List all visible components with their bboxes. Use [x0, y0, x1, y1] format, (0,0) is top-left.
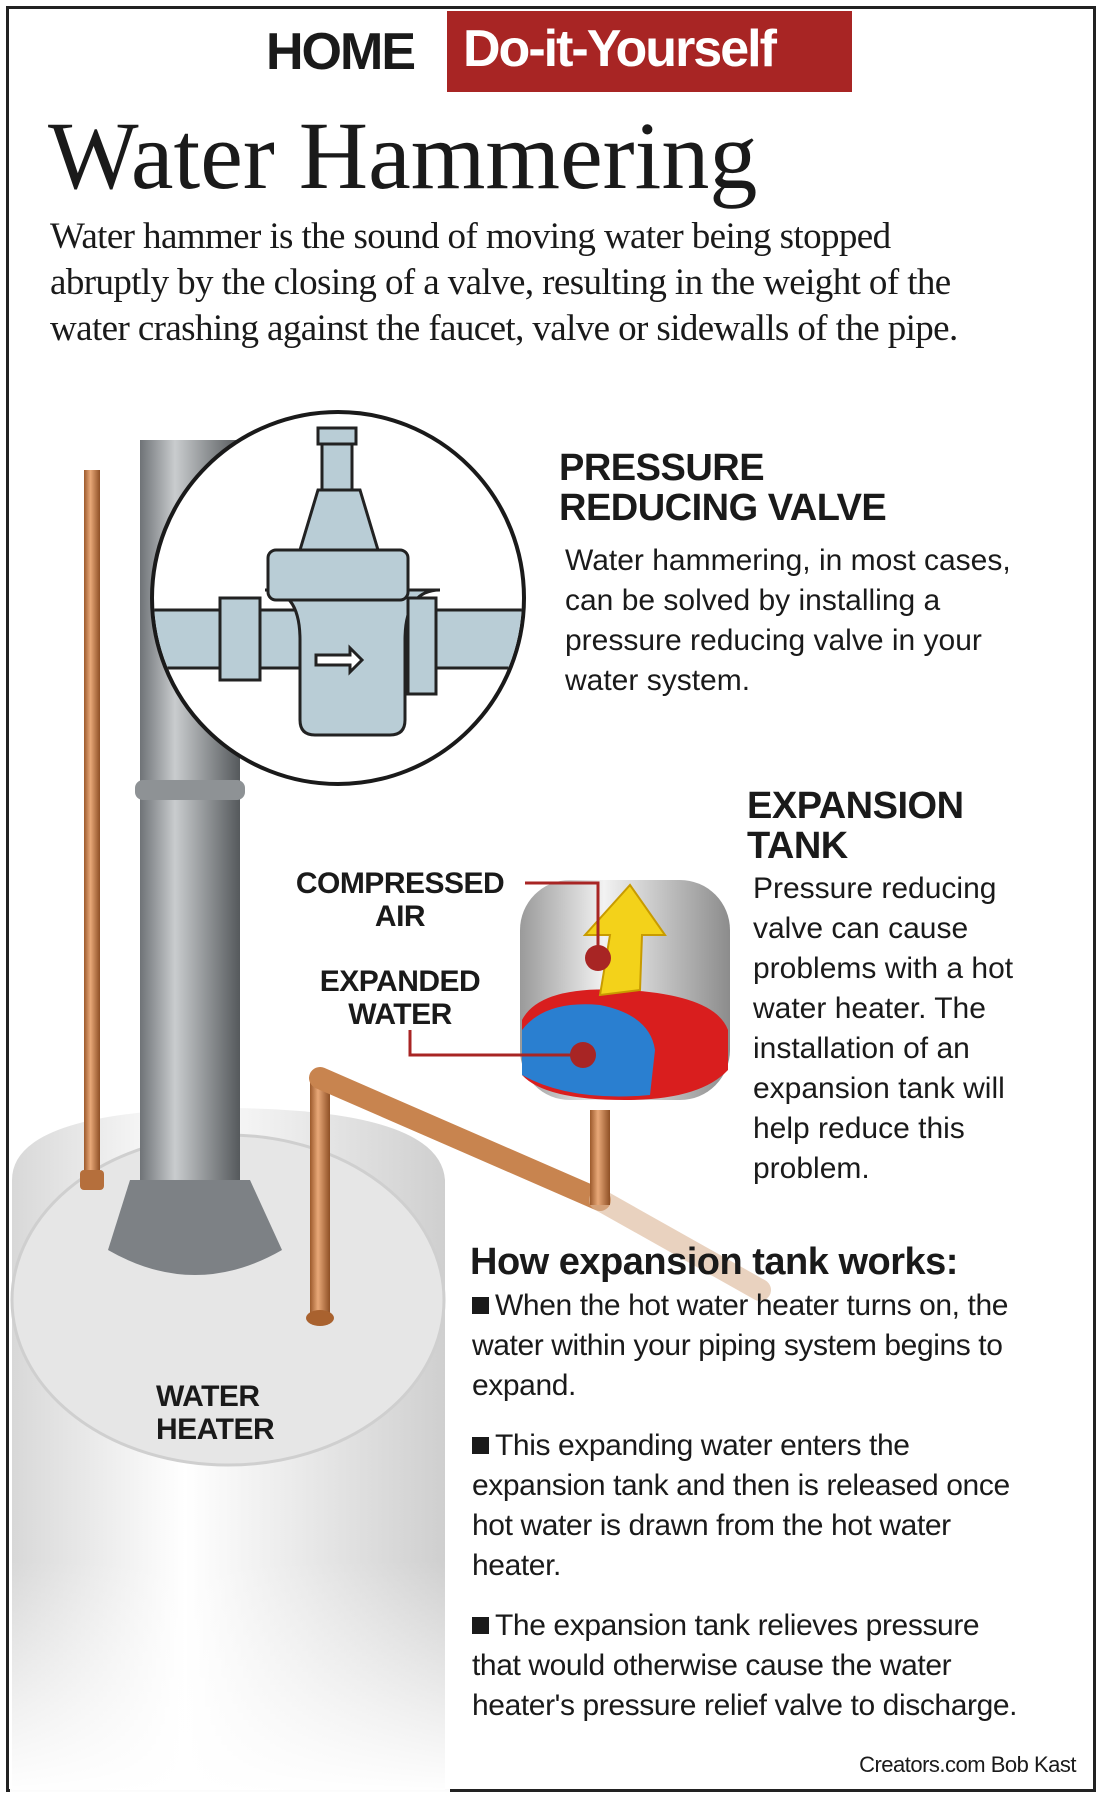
bullet-line: expand. [472, 1369, 576, 1402]
header-section-badge: Do-it-Yourself [447, 11, 852, 92]
text-line: Water hammering, in most cases, [565, 544, 1011, 577]
hot-water-pipe [310, 1075, 330, 1315]
label-line: HEATER [156, 1413, 275, 1446]
draft-hood [108, 1180, 282, 1275]
text-line: help reduce this [753, 1112, 965, 1145]
water-heater-label: WATER HEATER [156, 1380, 275, 1446]
bullet-item: When the hot water heater turns on, the … [472, 1286, 1092, 1406]
heading-line: REDUCING VALVE [559, 487, 887, 529]
heading-line: TANK [747, 825, 848, 867]
text-line: pressure reducing valve in your [565, 624, 982, 657]
tank-text: Pressure reducing valve can cause proble… [753, 869, 1013, 1189]
text-line: water heater. The [753, 992, 986, 1025]
page-title: Water Hammering [48, 102, 758, 209]
bullet-line: heater's pressure relief valve to discha… [472, 1689, 1018, 1722]
flow-arrow-icon [314, 644, 365, 676]
text-line: can be solved by installing a [565, 584, 941, 617]
prv-heading: PRESSURE REDUCING VALVE [559, 447, 887, 529]
text-line: Pressure reducing [753, 872, 997, 905]
bullet-square-icon [472, 1297, 489, 1314]
expanded-water-label: EXPANDED WATER [290, 965, 510, 1031]
bullet-line: expansion tank and then is released once [472, 1469, 1010, 1502]
bullet-line: water within your piping system begins t… [472, 1329, 1003, 1362]
bullet-item: The expansion tank relieves pressure tha… [472, 1606, 1092, 1726]
bullet-line: This expanding water enters the [495, 1429, 910, 1462]
bullet-line: When the hot water heater turns on, the [495, 1289, 1009, 1322]
text-line: expansion tank will [753, 1072, 1005, 1105]
bullet-item: This expanding water enters the expansio… [472, 1426, 1092, 1586]
how-heading: How expansion tank works: [470, 1241, 958, 1283]
border-frame [6, 6, 1096, 1792]
header-home: HOME [266, 23, 416, 81]
bullet-line: heater. [472, 1549, 561, 1582]
heading-line: EXPANSION [747, 785, 964, 827]
label-line: WATER [156, 1380, 260, 1413]
text-line: problem. [753, 1152, 870, 1185]
label-line: EXPANDED [319, 965, 481, 998]
how-bullets: When the hot water heater turns on, the … [472, 1286, 1092, 1746]
text-line: valve can cause [753, 912, 969, 945]
heading-line: PRESSURE [559, 447, 765, 489]
credit: Creators.com Bob Kast [859, 1752, 1076, 1777]
intro-line: Water hammer is the sound of moving wate… [50, 216, 891, 257]
intro-paragraph: Water hammer is the sound of moving wate… [50, 214, 1090, 352]
intro-line: water crashing against the faucet, valve… [50, 308, 958, 349]
cold-water-pipe [84, 470, 100, 1190]
horizontal-pipe [309, 1067, 611, 1211]
bullet-square-icon [472, 1437, 489, 1454]
text-line: installation of an [753, 1032, 970, 1065]
bullet-square-icon [472, 1617, 489, 1634]
compressed-air-label: COMPRESSED AIR [280, 867, 520, 933]
tank-heading: EXPANSION TANK [747, 786, 964, 866]
label-line: WATER [348, 998, 452, 1031]
label-line: AIR [374, 900, 426, 933]
intro-line: abruptly by the closing of a valve, resu… [50, 262, 951, 303]
bullet-line: The expansion tank relieves pressure [495, 1609, 980, 1642]
label-line: COMPRESSED [295, 867, 505, 900]
text-line: problems with a hot [753, 952, 1014, 985]
text-line: water system. [565, 664, 751, 697]
prv-text: Water hammering, in most cases, can be s… [565, 541, 1011, 701]
bullet-line: that would otherwise cause the water [472, 1649, 952, 1682]
bullet-line: hot water is drawn from the hot water [472, 1509, 951, 1542]
